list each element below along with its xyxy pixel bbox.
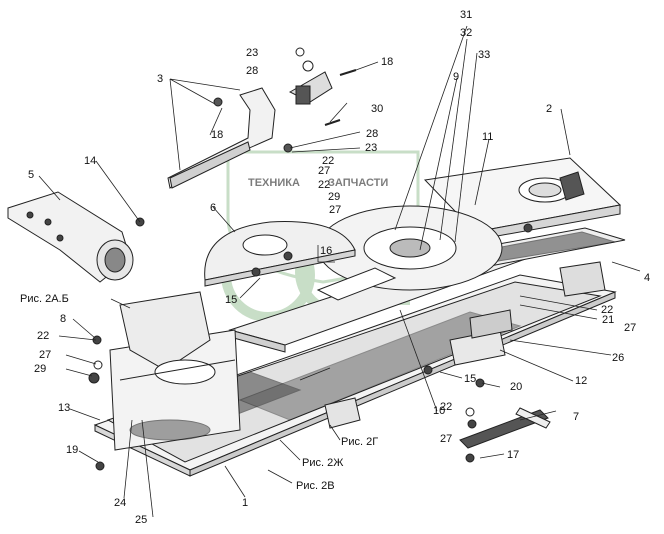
callout-26: 26 [612, 352, 624, 364]
callout-29-left: 29 [34, 363, 46, 375]
callout-27-bottom: 27 [440, 433, 452, 445]
callout-4: 4 [644, 272, 650, 284]
callout-15-right: 15 [464, 373, 476, 385]
callout-1: 1 [242, 497, 248, 509]
callout-22-right: 22 [601, 304, 613, 316]
watermark-word-right: ЗАПЧАСТИ [328, 177, 388, 189]
callout-18-right: 18 [381, 56, 393, 68]
callout-7: 7 [573, 411, 579, 423]
callout-27-top: 27 [318, 165, 330, 177]
callout-25: 25 [135, 514, 147, 526]
callout-18-left: 18 [211, 129, 223, 141]
callout-31: 31 [460, 9, 472, 21]
ref-ris-2ab: Рис. 2А.Б [20, 293, 69, 305]
callout-28-top: 28 [246, 65, 258, 77]
ref-ris-2zh: Рис. 2Ж [302, 457, 343, 469]
callout-2: 2 [546, 103, 552, 115]
fasteners [88, 223, 533, 471]
half-disc [204, 221, 356, 287]
callout-16: 16 [320, 245, 332, 257]
callout-11: 11 [482, 131, 493, 143]
right-parts [324, 309, 551, 449]
callout-20: 20 [510, 381, 522, 393]
watermark-word-left: ТЕХНИКА [248, 177, 300, 189]
callout-22-mid: 22 [318, 179, 330, 191]
callout-33: 33 [478, 49, 490, 61]
callout-15-left: 15 [225, 294, 237, 306]
callout-28-mid: 28 [366, 128, 378, 140]
callout-10: 10 [433, 405, 445, 417]
callout-23-top: 23 [246, 47, 258, 59]
large-disc [316, 205, 503, 301]
callout-32: 32 [460, 27, 472, 39]
callout-6: 6 [210, 202, 216, 214]
callout-24: 24 [114, 497, 126, 509]
callout-22-top: 22 [322, 155, 334, 167]
callout-27-right: 27 [624, 322, 636, 334]
callout-9: 9 [453, 71, 459, 83]
callout-labels: 1 2 3 4 5 6 7 8 9 10 11 12 13 14 15 15 1… [28, 9, 650, 526]
callout-22-bottom: 22 [440, 401, 452, 413]
callout-5: 5 [28, 169, 34, 181]
callout-8: 8 [60, 313, 66, 325]
callout-22-left: 22 [37, 330, 49, 342]
callout-29-mid: 29 [328, 191, 340, 203]
callout-3: 3 [157, 73, 163, 85]
left-gear-housing [109, 291, 241, 451]
ref-ris-2g: Рис. 2Г [341, 436, 378, 448]
callout-13: 13 [58, 402, 70, 414]
callout-12: 12 [575, 375, 587, 387]
ref-ris-2v: Рис. 2В [296, 480, 335, 492]
callout-27-mid: 27 [329, 204, 341, 216]
bracket-assembly [167, 47, 357, 189]
top-plate [423, 157, 622, 241]
callout-17: 17 [507, 449, 519, 461]
callout-14: 14 [84, 155, 96, 167]
callout-21: 21 [602, 314, 614, 326]
callout-19: 19 [66, 444, 78, 456]
figure-references: Рис. 2А.Б Рис. 2Г Рис. 2Ж Рис. 2В [20, 293, 378, 492]
leader-lines [38, 25, 641, 518]
callout-27-left: 27 [39, 349, 51, 361]
callout-23-mid: 23 [365, 142, 377, 154]
left-bracket [7, 191, 145, 283]
callout-30: 30 [371, 103, 383, 115]
